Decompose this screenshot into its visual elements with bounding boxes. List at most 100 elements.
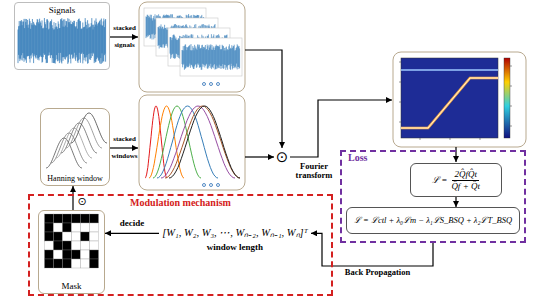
colorbar [504,58,510,138]
loss-group: Loss ℒ = 2Q̂fQ̂tQ̂f + Q̂t ℒ = ℒctl + λ₀ℒm −… [340,150,526,243]
mask-panel: Mask [38,210,105,294]
mask-cell [54,223,63,232]
mask-cell [90,223,99,232]
signal-trace [18,18,106,64]
modulation-group: Modulation mechanismMask [W₁, W₂, W₃, ⋯, … [28,194,333,296]
node-label: Loss [348,152,367,164]
edge-label: Back Propagation [344,268,411,277]
arrow [110,36,138,37]
mask-cell [81,259,90,268]
text-label: stacked [113,25,136,33]
mask-cell [63,241,72,250]
signal-panel: Signals [14,2,110,70]
connector [72,186,73,210]
window-panel: Hanning window [40,108,110,186]
mask-cell [45,241,54,250]
arrow [110,147,138,148]
connector [455,197,456,207]
node-label: ℒ = [432,175,447,185]
window-curve [161,106,235,178]
mask-cell [81,250,90,259]
node-label: Hanning window [47,174,102,183]
signal-trace [182,44,240,70]
spectrogram-box [393,52,526,147]
fraction: 2Q̂fQ̂tQ̂f + Q̂t [451,169,480,191]
stacked-signal-panel [180,38,242,76]
mask-cell [90,259,99,268]
arrow [245,156,274,157]
window-curve [149,106,184,178]
mask-cell [63,259,72,268]
mask-cell [72,223,81,232]
mask-cell [81,232,90,241]
hanning-curve [61,123,97,153]
mask-cell [72,259,81,268]
mask-cell [72,250,81,259]
window-curve [169,106,240,178]
hanning-curve [71,113,107,143]
window-curve [145,106,167,178]
arrow [245,50,282,148]
hanning-curve [46,138,82,168]
mask-cell [72,214,81,223]
window-curve [165,106,240,178]
hanning-curve [51,133,87,163]
text-label: Fourier transform [291,162,337,181]
mask-cell [45,223,54,232]
arrow [290,100,392,157]
mask-cell [63,223,72,232]
edge-label: decide [119,219,146,229]
connector [105,233,159,234]
mask-cell [72,241,81,250]
ellipsis-dots [203,83,220,187]
text-label: stacked [113,136,136,144]
formula-box: ℒ = ℒctl + λ₀ℒm − λ₁ℒS_BSQ + λ₂ℒT_BSQ [346,207,520,234]
mask-cell [63,232,72,241]
mask-cell [54,214,63,223]
hanning-curve [66,118,102,148]
mask-cell [54,259,63,268]
mask-cell [45,250,54,259]
mask-cell [63,214,72,223]
window-length-vector: [W₁, W₂, W₃, ⋯, Wₙ₋₂, Wₙ₋₁, Wₙ]ᵀ window l… [159,218,311,262]
connector [311,233,433,266]
mask-cell [54,232,63,241]
edge-label: ⊙ [76,196,87,208]
stacked-windows-box [139,95,245,190]
mask-cell [90,214,99,223]
node-label: Modulation mechanism [130,197,231,209]
node-label: 2Q̂fQ̂t [452,169,479,180]
axis-ticks [399,62,512,140]
mask-cell [90,241,99,250]
stacked-signals-box [139,2,245,92]
mask-cell [81,214,90,223]
spectrum-line [401,78,498,128]
spectrum-line [401,78,498,128]
text-label: signals [114,42,134,50]
mask-cell [54,250,63,259]
mask-cell [81,223,90,232]
mask-cell [45,214,54,223]
mask-cell [81,241,90,250]
formula-box: ℒ = 2Q̂fQ̂tQ̂f + Q̂t [410,163,502,197]
text-label: windows [111,153,137,161]
mask-cell [72,232,81,241]
node-label: Mask [62,281,82,291]
mask-cell [54,241,63,250]
mask-cell [90,232,99,241]
node-label: Signals [49,5,76,15]
window-curve [157,106,218,178]
mask-cell [63,250,72,259]
hanning-curve [56,128,92,158]
node-label: Q̂f + Q̂t [451,181,480,191]
mask-cell [90,250,99,259]
mask-cell [45,232,54,241]
formula-row: ℒ = 2Q̂fQ̂tQ̂f + Q̂t [432,169,480,191]
text-label: ⊙ [276,149,289,166]
window-curve [153,106,201,178]
mask-cell [45,259,54,268]
spectrum-line [401,69,498,71]
node-label: window length [207,242,263,252]
node-label: [W₁, W₂, W₃, ⋯, Wₙ₋₂, Wₙ₋₁, Wₙ]ᵀ [162,227,307,239]
spectrogram [401,58,498,138]
